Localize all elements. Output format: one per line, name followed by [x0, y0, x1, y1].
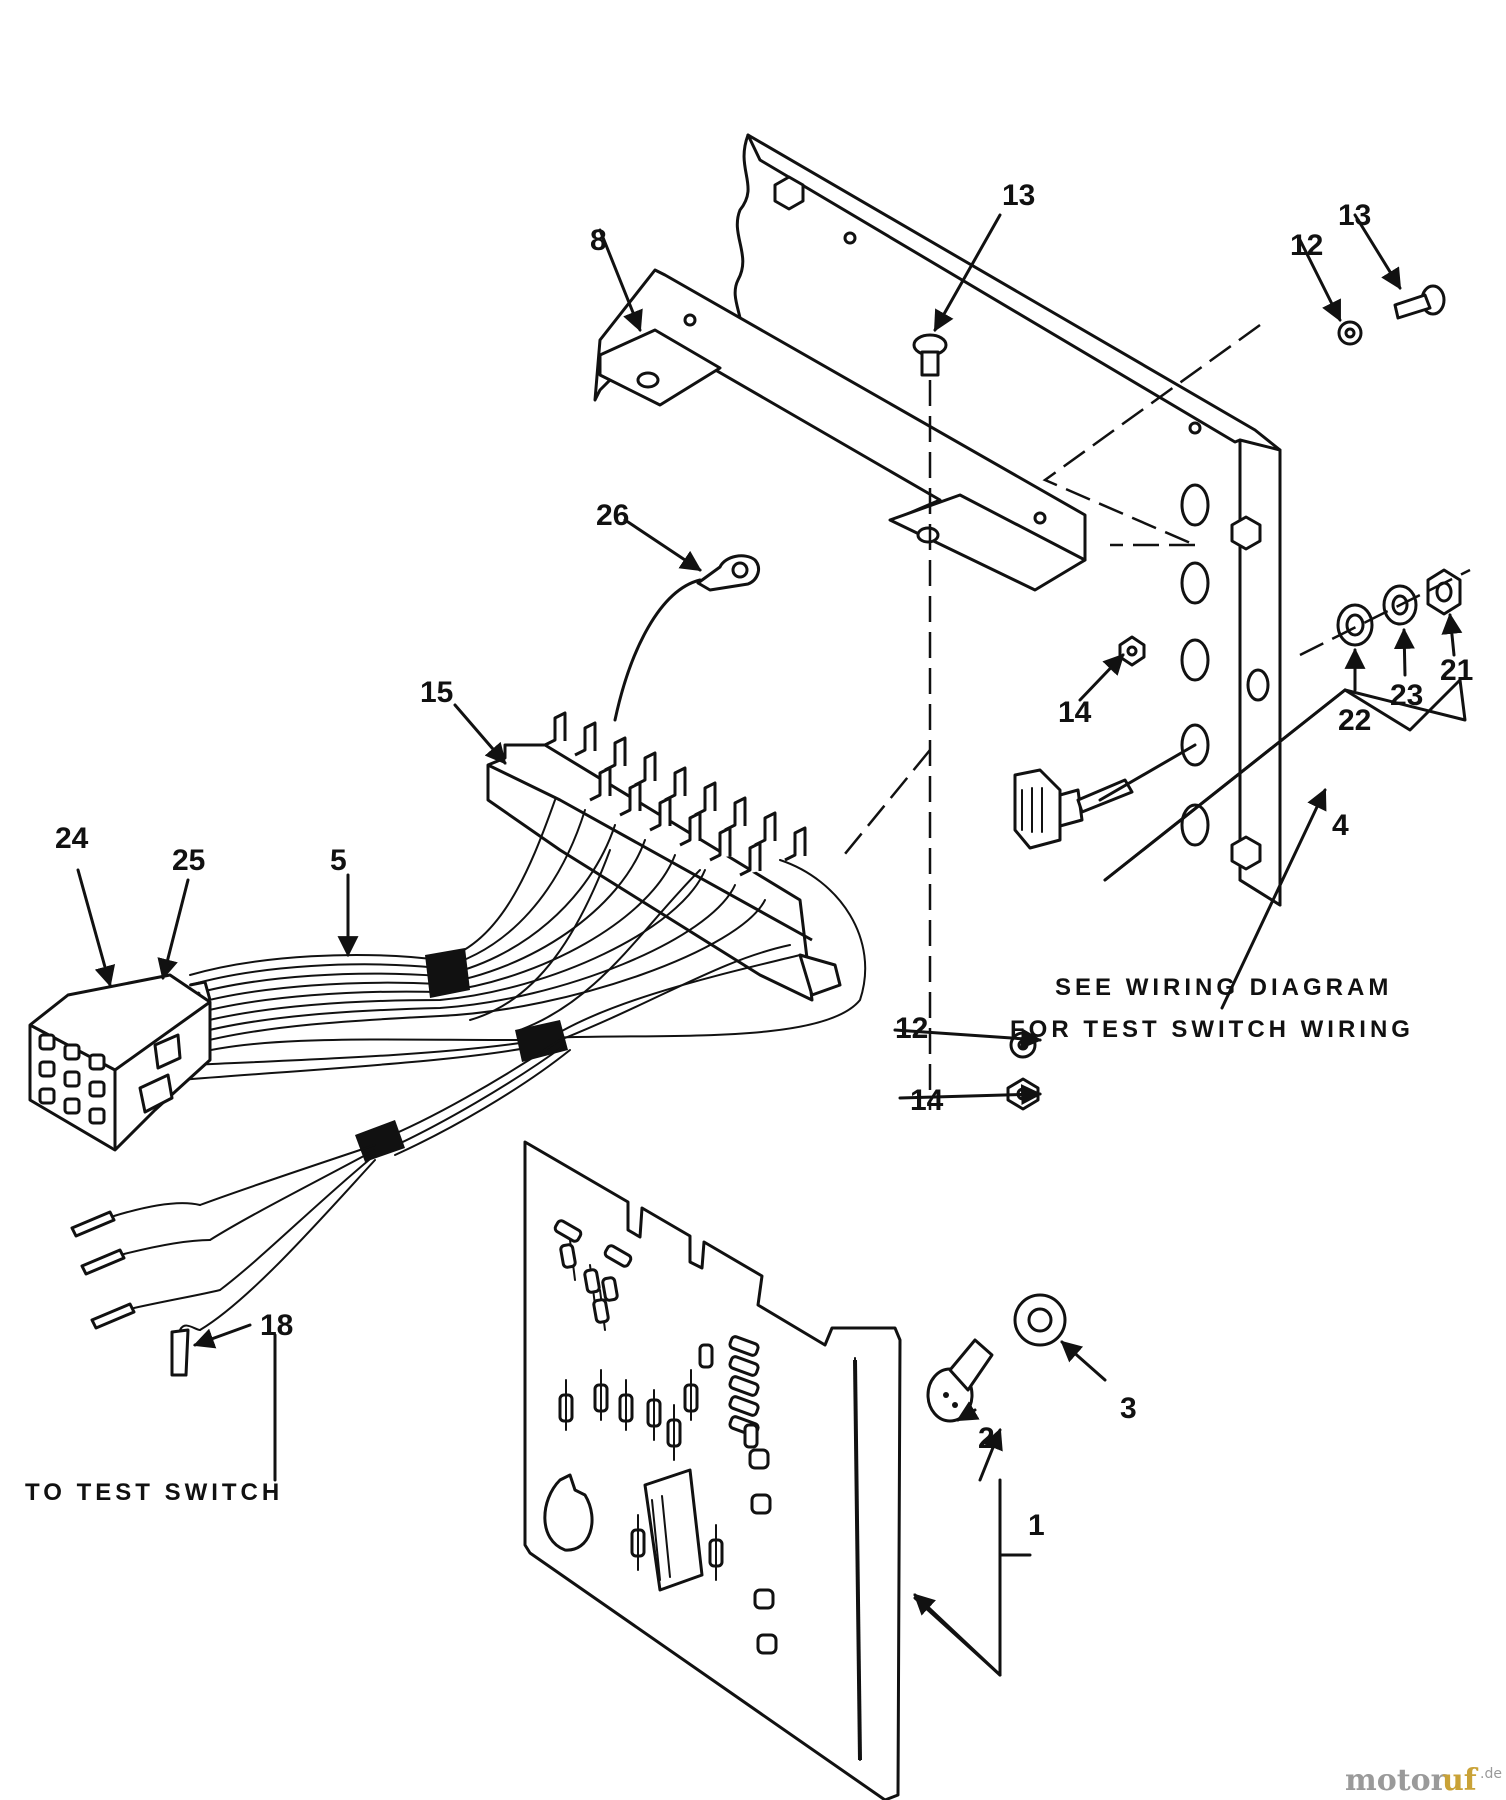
- wiring-note-line1: SEE WIRING DIAGRAM: [1055, 974, 1392, 1001]
- callout-4: 4: [1332, 809, 1349, 842]
- lockwasher-12-top: [1337, 320, 1363, 346]
- callout-14-lower: 14: [910, 1084, 944, 1117]
- callout-26: 26: [596, 499, 629, 532]
- connector-pins: [38, 1033, 106, 1125]
- bracket: [593, 268, 1087, 592]
- bushing: [1013, 1293, 1067, 1347]
- callout-24: 24: [55, 822, 89, 855]
- callout-1: 1: [1028, 1509, 1045, 1542]
- callout-22: 22: [1338, 704, 1371, 737]
- callouts: 8 13 12 13 26 15 24 25 5 14 22 23 21 4 1…: [55, 179, 1473, 1542]
- circuit-board: [523, 1140, 902, 1800]
- assembly-lines: [839, 323, 1261, 1110]
- leader-lines: [76, 213, 1467, 1677]
- washer-22: [1336, 603, 1374, 647]
- test-switch: [1013, 743, 1197, 850]
- callout-23: 23: [1390, 679, 1423, 712]
- terminal-tabs: [544, 711, 807, 877]
- connector: [28, 973, 212, 1152]
- notes: SEE WIRING DIAGRAM FOR TEST SWITCH WIRIN…: [25, 974, 1414, 1506]
- watermark: motor uf .de: [1345, 1763, 1502, 1798]
- watermark-part1: motor: [1345, 1763, 1448, 1798]
- callout-12-top: 12: [1290, 229, 1323, 262]
- mounting-panel: [733, 133, 1282, 907]
- terminal-strip: [486, 711, 842, 1002]
- callout-14-panel: 14: [1058, 696, 1092, 729]
- callout-2: 2: [978, 1422, 995, 1455]
- callout-13-right: 13: [1338, 199, 1371, 232]
- nut-14-panel: [1118, 635, 1146, 667]
- nut-21: [1426, 568, 1462, 616]
- ring-terminal: [613, 554, 760, 722]
- test-switch-note: TO TEST SWITCH: [25, 1479, 283, 1506]
- panel-holes: [1180, 483, 1270, 847]
- callout-13-top: 13: [1002, 179, 1035, 212]
- screw-13-top: [912, 333, 948, 377]
- callout-15: 15: [420, 676, 453, 709]
- callout-18: 18: [260, 1309, 293, 1342]
- callout-12-lower: 12: [895, 1012, 928, 1045]
- wiring-harness: [179, 799, 867, 1331]
- callout-21: 21: [1440, 654, 1473, 687]
- callout-3: 3: [1120, 1392, 1137, 1425]
- wiring-note-line2: FOR TEST SWITCH WIRING: [1010, 1016, 1414, 1043]
- screw-13-right: [1393, 284, 1446, 320]
- wire-leads: [70, 1202, 221, 1377]
- knob: [926, 1338, 994, 1423]
- callout-25: 25: [172, 844, 205, 877]
- circuit-components: [543, 1219, 778, 1655]
- callout-5: 5: [330, 844, 347, 877]
- callout-8: 8: [590, 224, 607, 257]
- panel-studs: [773, 175, 1262, 871]
- watermark-part2: uf: [1442, 1763, 1479, 1798]
- watermark-part3: .de: [1480, 1766, 1502, 1782]
